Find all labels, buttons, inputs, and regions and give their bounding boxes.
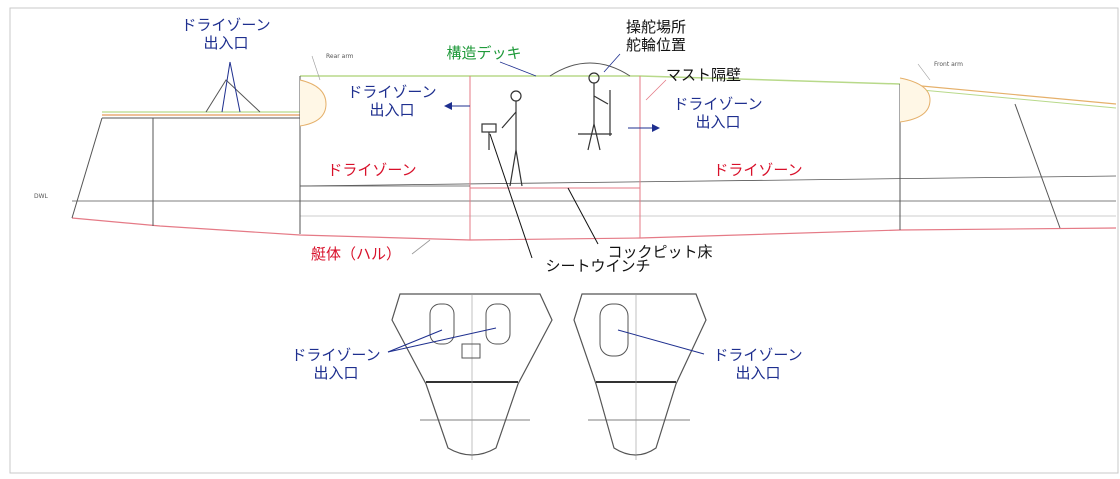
section-right-outline [573,293,707,456]
label-hull-line-1: 艇体（ハル） [311,245,401,263]
leader-hull [411,239,431,255]
label-dry-zone-entry-right-line-1: ドライゾーン [673,95,762,113]
label-dry-zone-entry-section-right: ドライゾーン出入口 [713,346,802,382]
rear-hatch-dome [205,79,261,113]
forward-deck-line [899,83,1117,105]
label-seat-winch: シートウインチ [545,257,650,275]
label-dry-zone-entry-right-line-2: 出入口 [695,113,740,131]
standing-crew-figure [501,90,523,187]
dwl-text: DWL [34,193,49,200]
label-dry-zone-entry-right: ドライゾーン出入口 [673,95,762,131]
leader-mast [645,79,667,101]
leader-section-left-b [387,327,497,353]
helmsman-figure [578,72,612,151]
label-helm-steering-position-line-2: 舵輪位置 [626,36,686,54]
label-dry-zone-entry-center-line-1: ドライゾーン [347,83,436,101]
label-dry-zone-entry-section-right-line-1: ドライゾーン [713,346,802,364]
frame-front-diagonal [1014,103,1061,229]
label-structural-deck-line-1: 構造デッキ [446,44,521,62]
label-hull: 艇体（ハル） [311,245,401,263]
rear-arm-leader [311,55,321,81]
label-dry-zone-entry-center: ドライゾーン出入口 [347,83,436,119]
label-mast-bulkhead: マスト隔壁 [666,66,741,84]
rear-arm-connector [299,79,327,127]
front-arm-connector [899,77,931,123]
leader-section-right [617,329,705,355]
leader-top-left-b [229,61,241,113]
label-dry-zone-entry-section-left: ドライゾーン出入口 [291,346,380,382]
hull-profile [71,117,1117,241]
label-mast-bulkhead-line-1: マスト隔壁 [666,66,741,84]
label-structural-deck: 構造デッキ [446,44,521,62]
leader-helm [603,53,621,73]
hull-upper-waterline [299,175,1117,187]
drawing-frame [9,7,1119,474]
label-dry-zone-entry-section-left-line-2: 出入口 [313,364,358,382]
leader-cockpit-floor-a [567,187,599,245]
hull-bow-line [71,117,103,219]
cross-section-right [573,293,707,460]
label-cockpit-floor: コックピット床 [607,243,712,261]
arm-connectors: Rear arm Front arm DWL [34,53,963,200]
leader-lines [221,53,705,355]
cross-section-left [391,293,553,460]
leader-seat-winch [489,133,533,259]
label-seat-winch-line-1: シートウインチ [545,257,650,275]
section-right-hatch [599,303,629,357]
forward-deck-line-2 [899,87,1117,109]
deck-lines [102,62,1117,116]
label-helm-steering-position: 操舵場所舵輪位置 [626,18,686,54]
front-arm-text: Front arm [934,61,963,68]
label-helm-steering-position-line-1: 操舵場所 [626,18,686,36]
section-left-hatch-a [429,303,455,345]
leader-structural-deck [499,61,537,77]
arrow-right-head [652,124,660,132]
label-dry-zone-right-line-1: ドライゾーン [713,161,802,179]
label-dry-zone-entry-top-left-line-1: ドライゾーン [181,16,270,34]
label-dry-zone-entry-section-right-line-2: 出入口 [735,364,780,382]
label-dry-zone-entry-section-left-line-1: ドライゾーン [291,346,380,364]
crew-figures [481,72,612,187]
front-arm-leader [917,63,931,81]
section-left-seat [461,343,481,359]
labels: ドライゾーン出入口 構造デッキ 操舵場所舵輪位置 マスト隔壁 ドライゾーン出入口… [181,16,802,382]
rear-arm-text: Rear arm [326,53,354,60]
arrow-center-head [444,102,452,110]
label-dry-zone-center: ドライゾーン [327,161,416,179]
leader-section-left-a [387,329,443,353]
label-cockpit-floor-line-1: コックピット床 [607,243,712,261]
seat-winch-figure [481,123,497,150]
section-left-hatch-b [485,303,511,345]
helm-dome [549,62,631,77]
leader-top-left-a [221,61,231,113]
label-dry-zone-entry-top-left-line-2: 出入口 [203,34,248,52]
section-left-outline [391,293,553,456]
label-dry-zone-entry-center-line-2: 出入口 [369,101,414,119]
label-dry-zone-right: ドライゾーン [713,161,802,179]
label-dry-zone-center-line-1: ドライゾーン [327,161,416,179]
label-dry-zone-entry-top-left: ドライゾーン出入口 [181,16,270,52]
